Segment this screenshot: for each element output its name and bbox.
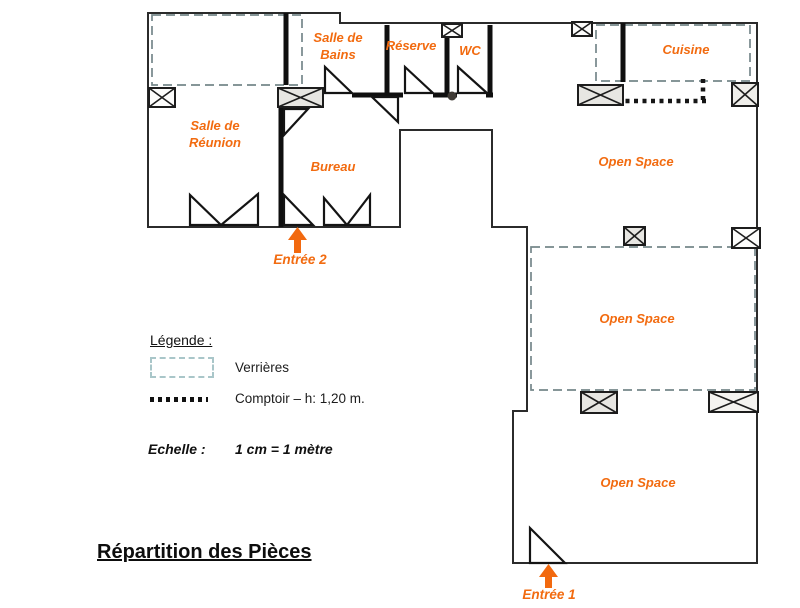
room-label-open-space-bottom: Open Space [600, 475, 676, 490]
legend-item-verrieres: Verrières [235, 360, 290, 375]
room-label-salle-de-reunion-line1: Salle de [190, 118, 240, 133]
room-label-open-space-middle: Open Space [599, 311, 675, 326]
room-label-salle-de-reunion-line2: Réunion [189, 135, 241, 150]
column-icon [731, 227, 761, 249]
column-icon [277, 87, 324, 108]
door-swing-reunion-right-icon [217, 191, 260, 227]
verriere-area-reunion [151, 14, 303, 86]
room-label-salle-de-bains-line1: Salle de [313, 30, 363, 45]
room-label-reserve: Réserve [385, 38, 437, 53]
door-swings [188, 64, 568, 565]
door-swing-bureau-top-icon [282, 107, 311, 138]
verriere-legend-swatch-icon [150, 357, 214, 378]
column-icon [623, 226, 646, 246]
entree-1-label: Entrée 1 [522, 587, 576, 602]
column-icon [580, 391, 618, 414]
door-swing-wc-icon [456, 64, 490, 95]
room-label-salle-de-bains-line2: Bains [320, 47, 356, 62]
door-swing-entree1-icon [528, 525, 568, 565]
door-swing-bureau-left-icon [282, 192, 316, 227]
column-icon [571, 21, 593, 37]
entree-2-arrow-icon [288, 227, 307, 253]
verriere-area-cuisine [595, 24, 751, 82]
door-swing-reserve-icon [403, 64, 436, 95]
scale-heading: Echelle : [148, 441, 206, 457]
door-hinge-dot [447, 91, 457, 101]
page-title: Répartition des Pièces [97, 541, 312, 563]
scale-value: 1 cm = 1 mètre [235, 441, 333, 457]
column-icon [731, 82, 759, 107]
door-swing-bains-icon [323, 64, 355, 95]
entree-2-label: Entrée 2 [273, 252, 327, 267]
column-icon [148, 87, 176, 108]
verriere-area-openspace [530, 246, 756, 391]
comptoir-legend-swatch-icon [150, 397, 208, 402]
column-icon [441, 23, 463, 38]
column-symbols [148, 21, 761, 414]
door-swing-bureau-right-icon [344, 191, 372, 227]
legend-heading: Légende : [150, 332, 213, 348]
room-label-wc: WC [459, 43, 481, 58]
door-swing-bureau-mid-icon [322, 195, 350, 227]
column-icon [708, 391, 759, 413]
legend-item-comptoir: Comptoir – h: 1,20 m. [235, 391, 365, 406]
column-icon [577, 84, 624, 106]
room-label-cuisine: Cuisine [662, 42, 710, 57]
door-swing-bureau-corridor-icon [369, 95, 400, 125]
door-swing-reunion-left-icon [188, 192, 224, 227]
comptoir-line [625, 79, 706, 104]
room-label-bureau: Bureau [310, 159, 356, 174]
entree-1-arrow-icon [539, 564, 558, 588]
outer-wall-path [147, 12, 758, 564]
interior-walls [278, 13, 626, 227]
room-label-open-space-top: Open Space [598, 154, 674, 169]
